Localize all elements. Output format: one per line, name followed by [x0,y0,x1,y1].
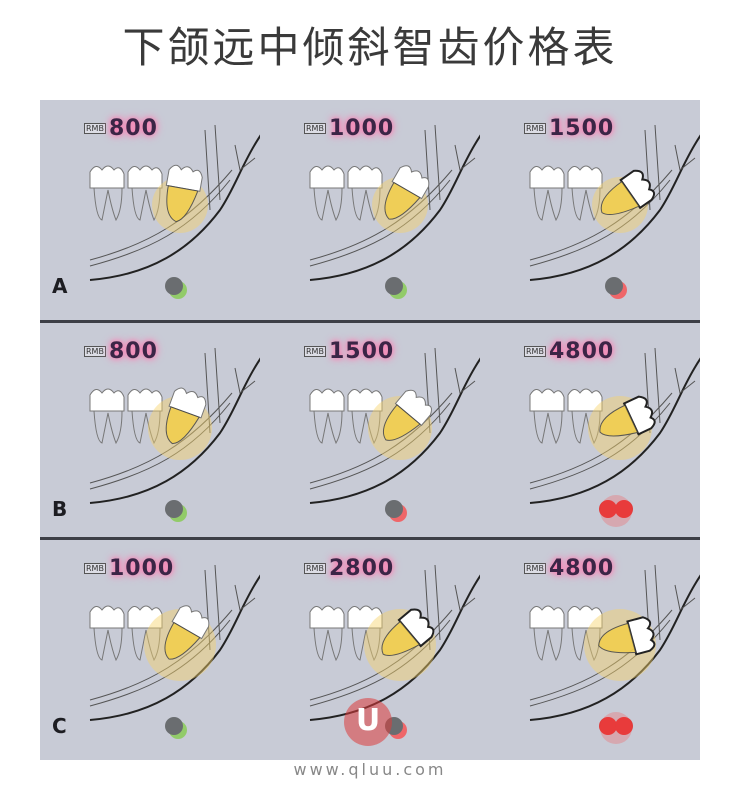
price-value: 1500 [548,116,615,141]
molar-teeth [89,165,163,222]
price-value: 800 [108,116,158,141]
molar-teeth [89,605,163,662]
molar-teeth [529,388,603,445]
wisdom-tooth [599,395,656,437]
jaw-line [89,357,260,504]
price-value: 1000 [328,116,395,141]
severity-indicator [165,500,187,522]
molar-teeth [309,165,383,222]
nerve-canal [309,619,451,707]
price-value: 2800 [328,556,395,581]
price-value: 1500 [328,339,395,364]
row-label: C [52,714,67,738]
jaw-line [309,134,480,281]
jaw-line [309,357,480,504]
molar-teeth [309,605,383,662]
molar-teeth [309,388,383,445]
nerve-canal [529,402,671,490]
severity-indicator [605,277,627,299]
watermark-logo: U [344,698,392,746]
severity-indicator [599,712,633,744]
molar-teeth [529,165,603,222]
wisdom-tooth [382,389,432,441]
price-value: 4800 [548,339,615,364]
severity-indicator [385,500,407,522]
jaw-line [89,574,260,721]
currency-badge: RMB [524,123,546,134]
tooth-diagram [309,564,480,739]
wisdom-tooth [164,605,210,660]
currency-badge: RMB [84,123,106,134]
wisdom-tooth [598,616,656,656]
nerve-canal [89,402,231,490]
tooth-diagram [529,124,700,299]
severity-indicator [599,495,633,527]
nerve-canal [529,619,671,707]
nerve-canal [309,402,451,490]
tooth-diagram [89,124,260,299]
severity-indicator [165,717,187,739]
tooth-diagram [89,347,260,522]
tooth-diagram [529,564,700,744]
watermark-text: www.qluu.com [293,760,447,779]
jaw-line [529,357,700,504]
wisdom-tooth [165,387,207,445]
molar-teeth [529,605,603,662]
jaw-line [529,574,700,721]
currency-badge: RMB [84,346,106,357]
currency-badge: RMB [304,123,326,134]
row-label: B [52,497,68,521]
price-value: 800 [108,339,158,364]
currency-badge: RMB [84,563,106,574]
page-title: 下颌远中倾斜智齿价格表 [122,23,618,72]
currency-badge: RMB [304,346,326,357]
price-value: 4800 [548,556,615,581]
wisdom-tooth [381,608,435,656]
nerve-canal [89,619,231,707]
severity-indicator [385,277,407,299]
wisdom-tooth [384,165,430,220]
wisdom-tooth [600,169,656,215]
tooth-diagram [89,564,260,739]
jaw-line [89,134,260,281]
nerve-canal [529,179,671,267]
row-label: A [52,274,68,298]
jaw-line [529,134,700,281]
currency-badge: RMB [304,563,326,574]
nerve-canal [89,179,231,267]
severity-indicator [165,277,187,299]
currency-badge: RMB [524,563,546,574]
tooth-diagram [529,347,700,527]
tooth-diagram [309,347,480,522]
wisdom-tooth [165,164,203,223]
currency-badge: RMB [524,346,546,357]
molar-teeth [89,388,163,445]
price-value: 1000 [108,556,175,581]
nerve-canal [309,179,451,267]
tooth-diagram [309,124,480,299]
